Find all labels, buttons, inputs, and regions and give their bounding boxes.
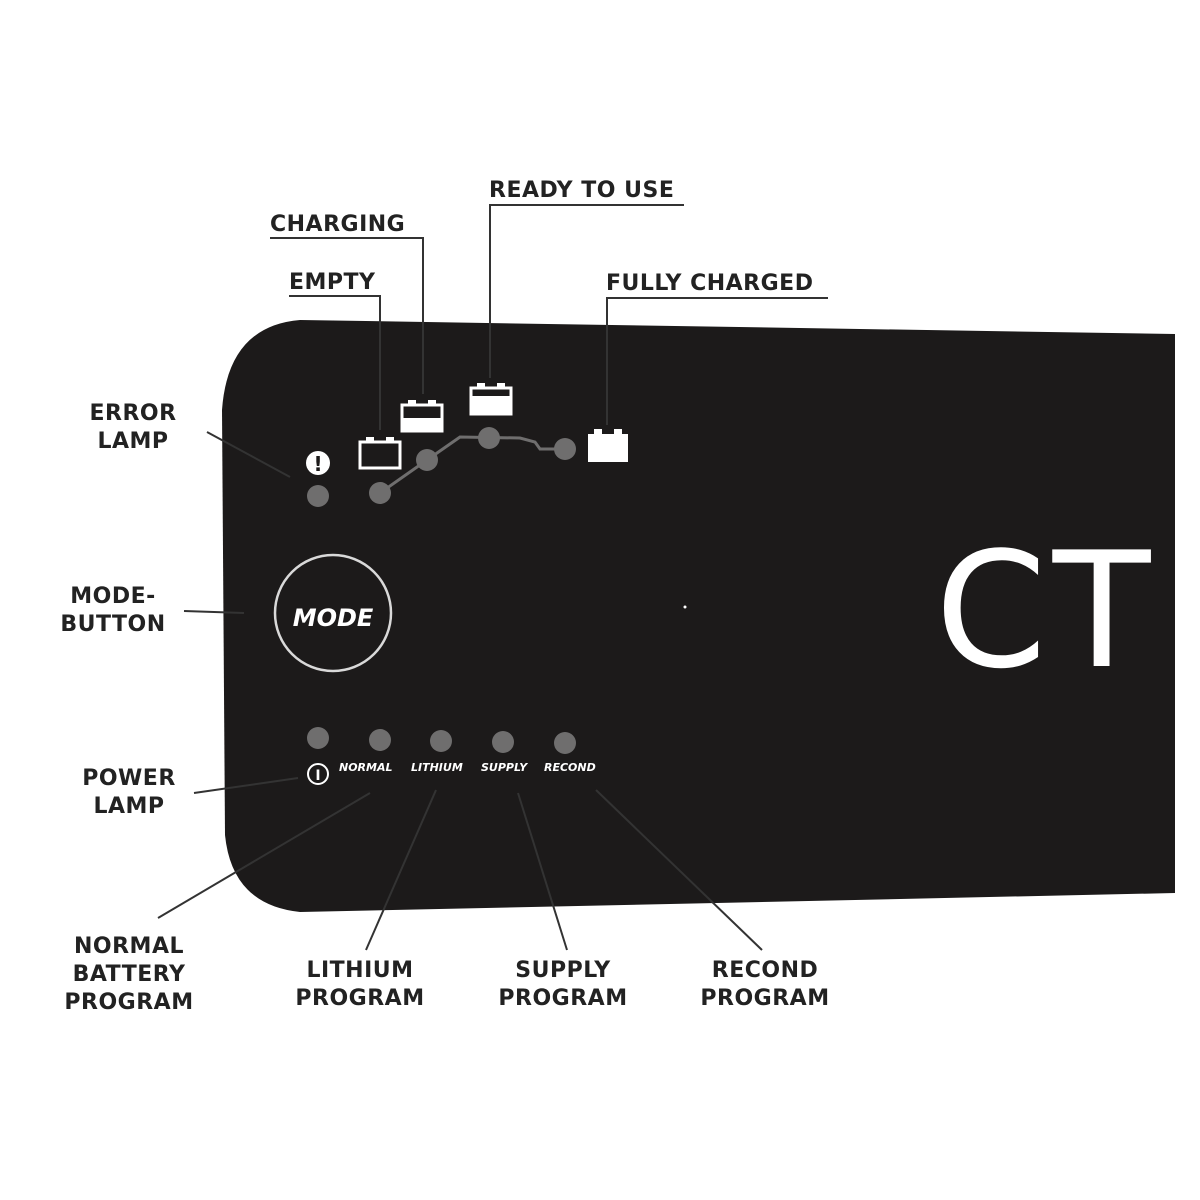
lithium-lamp [430, 730, 452, 752]
label-lithium-2: PROGRAM [295, 986, 424, 1011]
empty-lamp [369, 482, 391, 504]
mode-button-label: MODE [293, 604, 374, 632]
label-supply-1: SUPPLY [515, 958, 611, 983]
error-lamp [307, 485, 329, 507]
label-normal-1: NORMAL [74, 934, 184, 959]
label-supply-2: PROGRAM [498, 986, 627, 1011]
mode-button[interactable]: MODE [273, 553, 393, 673]
label-normal-2: BATTERY [73, 962, 186, 987]
battery-charging-icon [400, 400, 444, 433]
label-ready-to-use: READY TO USE [489, 178, 674, 203]
battery-empty-icon [358, 437, 402, 470]
label-recond-1: RECOND [712, 958, 819, 983]
battery-full-icon [588, 429, 628, 462]
label-mode-button-1: MODE- [70, 584, 156, 609]
label-recond-2: PROGRAM [700, 986, 829, 1011]
supply-lamp [492, 731, 514, 753]
label-error-lamp-2: LAMP [97, 429, 168, 454]
brand-logo: CT [935, 517, 1156, 704]
battery-ready-icon [469, 383, 513, 416]
label-power-lamp-1: POWER [82, 766, 176, 791]
panel-dot [683, 605, 687, 609]
label-error-lamp-1: ERROR [89, 401, 176, 426]
power-lamp [307, 727, 329, 749]
label-normal-3: PROGRAM [64, 990, 193, 1015]
error-glyph: ! [313, 452, 322, 476]
label-charging: CHARGING [270, 212, 405, 237]
power-icon: I [307, 763, 329, 785]
fully-charged-lamp [554, 438, 576, 460]
panel-tag-lithium: LITHIUM [411, 761, 463, 774]
label-power-lamp-2: LAMP [93, 794, 164, 819]
panel-tag-normal: NORMAL [339, 761, 393, 774]
label-lithium-1: LITHIUM [306, 958, 413, 983]
recond-lamp [554, 732, 576, 754]
label-fully-charged: FULLY CHARGED [606, 271, 813, 296]
label-mode-button-2: BUTTON [60, 612, 165, 637]
panel-tag-recond: RECOND [544, 761, 596, 774]
charger-panel [222, 320, 1175, 912]
ready-lamp [478, 427, 500, 449]
power-glyph: I [315, 768, 320, 784]
normal-lamp [369, 729, 391, 751]
charging-lamp [416, 449, 438, 471]
error-icon: ! [306, 451, 330, 476]
panel-tag-supply: SUPPLY [481, 761, 528, 774]
label-empty: EMPTY [289, 270, 376, 295]
